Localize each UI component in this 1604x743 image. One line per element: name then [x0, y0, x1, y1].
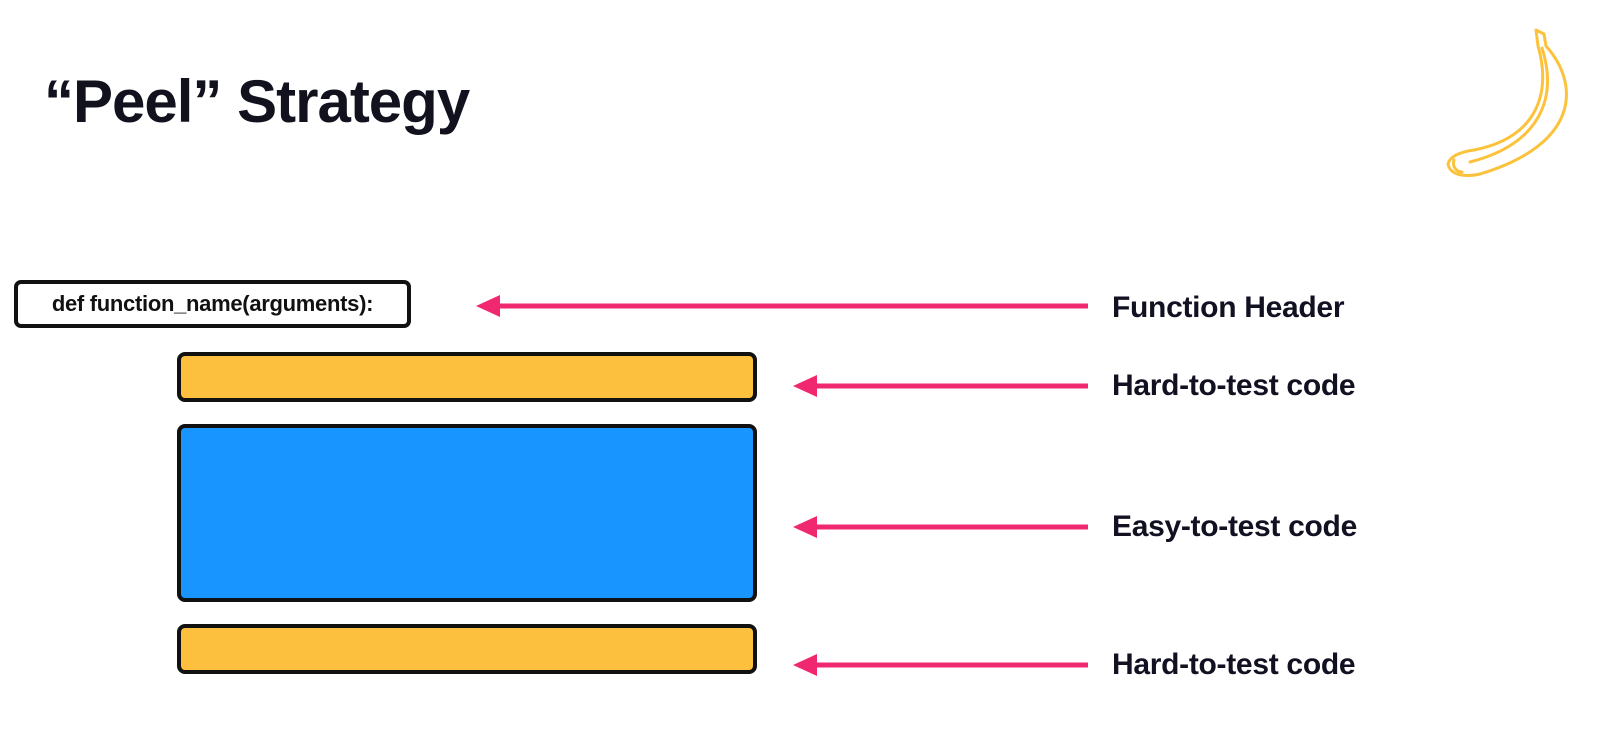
page-title: “Peel” Strategy — [44, 68, 470, 135]
label-easy-to-test: Easy-to-test code — [1112, 510, 1357, 543]
banana-icon — [1446, 28, 1568, 178]
arrow-left-icon — [476, 295, 1088, 317]
hard-to-test-block-bottom — [177, 624, 757, 674]
function-header-box: def function_name(arguments): — [14, 280, 411, 328]
arrow-left-icon — [793, 375, 1088, 397]
label-hard-to-test-top: Hard-to-test code — [1112, 369, 1356, 402]
label-function-header: Function Header — [1112, 291, 1345, 324]
easy-to-test-block — [177, 424, 757, 602]
label-hard-to-test-bottom: Hard-to-test code — [1112, 648, 1356, 681]
arrow-left-icon — [793, 654, 1088, 676]
hard-to-test-block-top — [177, 352, 757, 402]
arrow-left-icon — [793, 516, 1088, 538]
